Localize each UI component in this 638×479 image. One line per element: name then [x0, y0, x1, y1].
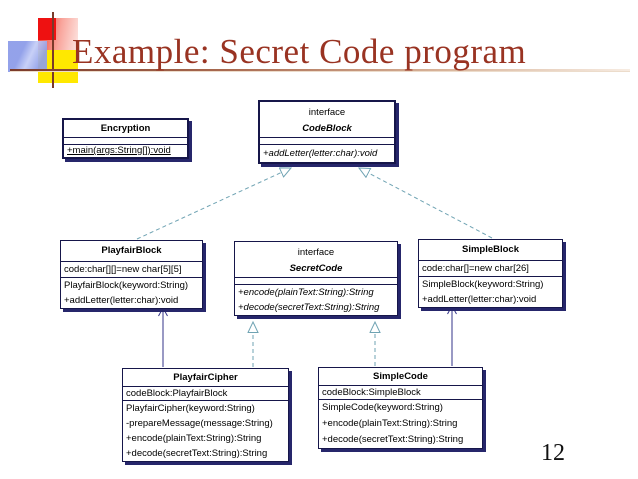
class-name: Encryption [100, 123, 151, 134]
class-box-playfaircipher: PlayfairCipher codeBlock:PlayfairBlock P… [122, 368, 289, 462]
attribute: codeBlock:SimpleBlock [322, 387, 421, 398]
attributes-compartment: code:char[]=new char[26] [419, 260, 562, 276]
attributes-compartment: code:char[][]=new char[5][5] [61, 261, 202, 277]
method: +addLetter(letter:char):void [263, 148, 378, 159]
methods-compartment: SimpleCode(keyword:String) +encode(plain… [319, 399, 482, 448]
methods-compartment: SimpleBlock(keyword:String) +addLetter(l… [419, 276, 562, 307]
stereotype: interface [297, 247, 335, 258]
methods-compartment: PlayfairCipher(keyword:String) -prepareM… [123, 400, 288, 461]
methods-compartment: PlayfairBlock(keyword:String) +addLetter… [61, 277, 202, 308]
page-number: 12 [541, 440, 565, 466]
method: SimpleBlock(keyword:String) [422, 279, 544, 290]
realization-playfairblock-codeblock [136, 168, 291, 240]
method: PlayfairBlock(keyword:String) [64, 280, 189, 291]
method: +decode(secretText:String):String [126, 448, 268, 459]
class-name: PlayfairBlock [101, 245, 162, 256]
method: +main(args:String[]):void [67, 145, 171, 156]
logo-red-square [38, 18, 56, 40]
attributes-compartment [64, 137, 187, 144]
methods-compartment: +encode(plainText:String):String +decode… [235, 284, 397, 315]
class-box-encryption: Encryption +main(args:String[]):void [62, 118, 189, 159]
logo-blue-square [8, 41, 47, 72]
class-box-playfairblock: PlayfairBlock code:char[][]=new char[5][… [60, 240, 203, 309]
logo-vertical-line [52, 12, 54, 88]
class-box-secretcode: interface SecretCode +encode(plainText:S… [234, 241, 398, 316]
attribute: codeBlock:PlayfairBlock [126, 388, 228, 399]
method: PlayfairCipher(keyword:String) [126, 403, 255, 414]
method: +encode(plainText:String):String [238, 287, 374, 298]
class-box-simpleblock: SimpleBlock code:char[]=new char[26] Sim… [418, 239, 563, 308]
title-underline [10, 69, 630, 71]
method: +addLetter(letter:char):void [64, 295, 179, 306]
class-name: SimpleBlock [461, 244, 520, 255]
attributes-compartment [260, 137, 394, 144]
slide-title: Example: Secret Code program [72, 32, 527, 71]
method: +encode(plainText:String):String [322, 418, 458, 429]
title-underline-light [10, 71, 630, 72]
stereotype: interface [308, 107, 346, 118]
class-name: SecretCode [289, 263, 343, 274]
attribute: code:char[]=new char[26] [422, 263, 529, 274]
method: +decode(secretText:String):String [322, 434, 464, 445]
class-name: SimpleCode [373, 371, 428, 382]
class-box-codeblock: interface CodeBlock +addLetter(letter:ch… [258, 100, 396, 164]
attributes-compartment: codeBlock:SimpleBlock [319, 385, 482, 399]
method: SimpleCode(keyword:String) [322, 402, 443, 413]
class-name: PlayfairCipher [173, 372, 238, 383]
class-name: CodeBlock [302, 123, 352, 134]
attributes-compartment [235, 277, 397, 284]
class-box-simplecode: SimpleCode codeBlock:SimpleBlock SimpleC… [318, 367, 483, 449]
realization-simpleblock-codeblock [359, 168, 493, 239]
attributes-compartment: codeBlock:PlayfairBlock [123, 386, 288, 400]
methods-compartment: +addLetter(letter:char):void [260, 144, 394, 162]
attribute: code:char[][]=new char[5][5] [64, 264, 182, 275]
method: -prepareMessage(message:String) [126, 418, 273, 429]
methods-compartment: +main(args:String[]):void [64, 144, 187, 157]
method: +encode(plainText:String):String [126, 433, 262, 444]
method: +decode(secretText:String):String [238, 302, 380, 313]
method: +addLetter(letter:char):void [422, 294, 537, 305]
